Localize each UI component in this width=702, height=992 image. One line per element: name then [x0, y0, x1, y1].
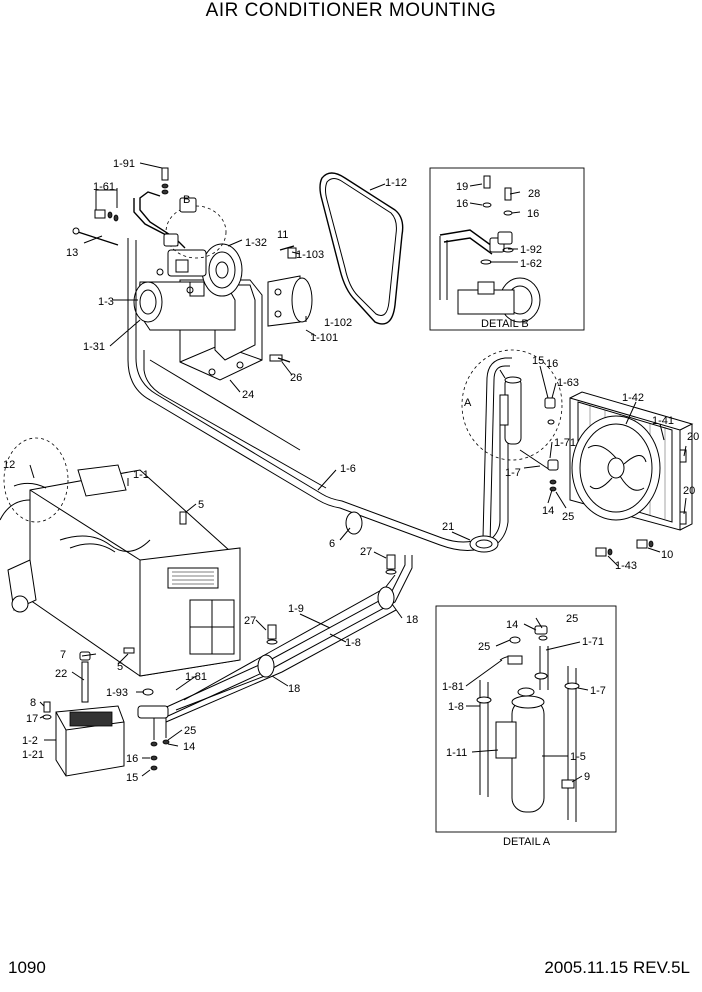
detail-a-callout-1-5: 1-5	[570, 751, 586, 763]
detail-a-callout-1-81: 1-81	[442, 681, 464, 693]
callout-21: 21	[442, 521, 454, 533]
callout-labels: 1-91 1-61 13 B 1-12 11 1-32 1-103 1-3 1-…	[3, 158, 699, 848]
callout-1-9: 1-9	[288, 603, 304, 615]
callout-1-41: 1-41	[652, 415, 674, 427]
detail-a-callout-1-8: 1-8	[448, 701, 464, 713]
callout-14: 14	[542, 505, 554, 517]
callout-1-103: 1-103	[296, 249, 324, 261]
detail-b-callout-1-92: 1-92	[520, 244, 542, 256]
callout-8: 8	[30, 697, 36, 709]
callout-1-31: 1-31	[83, 341, 105, 353]
callout-1-6: 1-6	[340, 463, 356, 475]
detail-a-callout-9: 9	[584, 771, 590, 783]
callout-1-12: 1-12	[385, 177, 407, 189]
pressure-switch	[267, 245, 313, 363]
detail-b-caption: DETAIL B	[481, 318, 529, 330]
callout-26: 26	[290, 372, 302, 384]
callout-18-lower: 18	[288, 683, 300, 695]
callout-15: 15	[532, 355, 544, 367]
callout-11: 11	[277, 229, 288, 241]
controller-unit	[42, 701, 125, 777]
callout-25-lower: 25	[184, 725, 196, 737]
callout-1-3: 1-3	[98, 296, 114, 308]
callout-7: 7	[60, 649, 66, 661]
detail-a-caption: DETAIL A	[503, 836, 551, 848]
callout-1-101: 1-101	[310, 332, 338, 344]
detail-b-callout-28: 28	[528, 188, 540, 200]
callout-1-42: 1-42	[622, 392, 644, 404]
detail-b-frame	[429, 167, 585, 331]
hvac-unit	[0, 437, 241, 703]
belt	[319, 172, 404, 325]
detail-b-callout-19: 19	[456, 181, 468, 193]
compressor-assembly	[133, 205, 263, 381]
detail-a-callout-25-right: 25	[566, 613, 578, 625]
detail-b-callout-1-62: 1-62	[520, 258, 542, 270]
callout-24: 24	[242, 389, 254, 401]
detail-a-frame	[435, 605, 617, 833]
callout-15-lower: 15	[126, 772, 138, 784]
callout-20-lower: 20	[683, 485, 695, 497]
callout-1-61: 1-61	[93, 181, 115, 193]
callout-20-upper: 20	[687, 431, 699, 443]
page-number: 1090	[8, 958, 46, 977]
callout-25: 25	[562, 511, 574, 523]
callout-1-102: 1-102	[324, 317, 352, 329]
callout-16-lower: 16	[126, 753, 138, 765]
callout-12: 12	[3, 459, 15, 471]
condenser	[569, 391, 694, 557]
callout-13: 13	[66, 247, 78, 259]
callout-1-32: 1-32	[245, 237, 267, 249]
detail-b-callout-16-right: 16	[527, 208, 539, 220]
callout-1-81: 1-81	[185, 671, 207, 683]
detail-a-callout-1-11: 1-11	[446, 747, 467, 759]
callout-16: 16	[546, 358, 558, 370]
callout-22: 22	[55, 668, 67, 680]
detail-a-callout-1-7: 1-7	[590, 685, 606, 697]
detail-a-callout-14: 14	[506, 619, 518, 631]
pipe-runs	[127, 238, 551, 723]
callout-1-43: 1-43	[615, 560, 637, 572]
callout-a: A	[464, 397, 472, 409]
callout-1-1: 1-1	[133, 469, 149, 481]
compressor-bolts	[72, 167, 169, 246]
callout-6: 6	[329, 538, 335, 550]
callout-1-2: 1-2	[22, 735, 38, 747]
callout-10: 10	[661, 549, 673, 561]
callout-1-21: 1-21	[22, 749, 44, 761]
callout-5-upper: 5	[198, 499, 204, 511]
leader-lines	[29, 162, 687, 783]
receiver-dryer	[461, 349, 563, 492]
callout-1-93: 1-93	[106, 687, 128, 699]
page-title: AIR CONDITIONER MOUNTING	[205, 0, 497, 21]
revision-date: 2005.11.15 REV.5L	[544, 958, 690, 977]
callout-b: B	[183, 194, 190, 206]
callout-1-7: 1-7	[505, 467, 521, 479]
callout-17: 17	[26, 713, 38, 725]
callout-18-upper: 18	[406, 614, 418, 626]
callout-1-8: 1-8	[345, 637, 361, 649]
callout-5-lower: 5	[117, 661, 123, 673]
callout-27-upper: 27	[360, 546, 372, 558]
lower-fittings	[137, 688, 170, 771]
callout-1-63: 1-63	[557, 377, 579, 389]
detail-b-callout-16-left: 16	[456, 198, 468, 210]
callout-1-71: 1-71	[554, 437, 576, 449]
detail-a-callout-1-71: 1-71	[582, 636, 604, 648]
callout-14-lower: 14	[183, 741, 195, 753]
compressor-hoses	[133, 191, 197, 249]
detail-a-callout-25-left: 25	[478, 641, 490, 653]
callout-1-91: 1-91	[113, 158, 135, 170]
callout-27-lower: 27	[244, 615, 256, 627]
